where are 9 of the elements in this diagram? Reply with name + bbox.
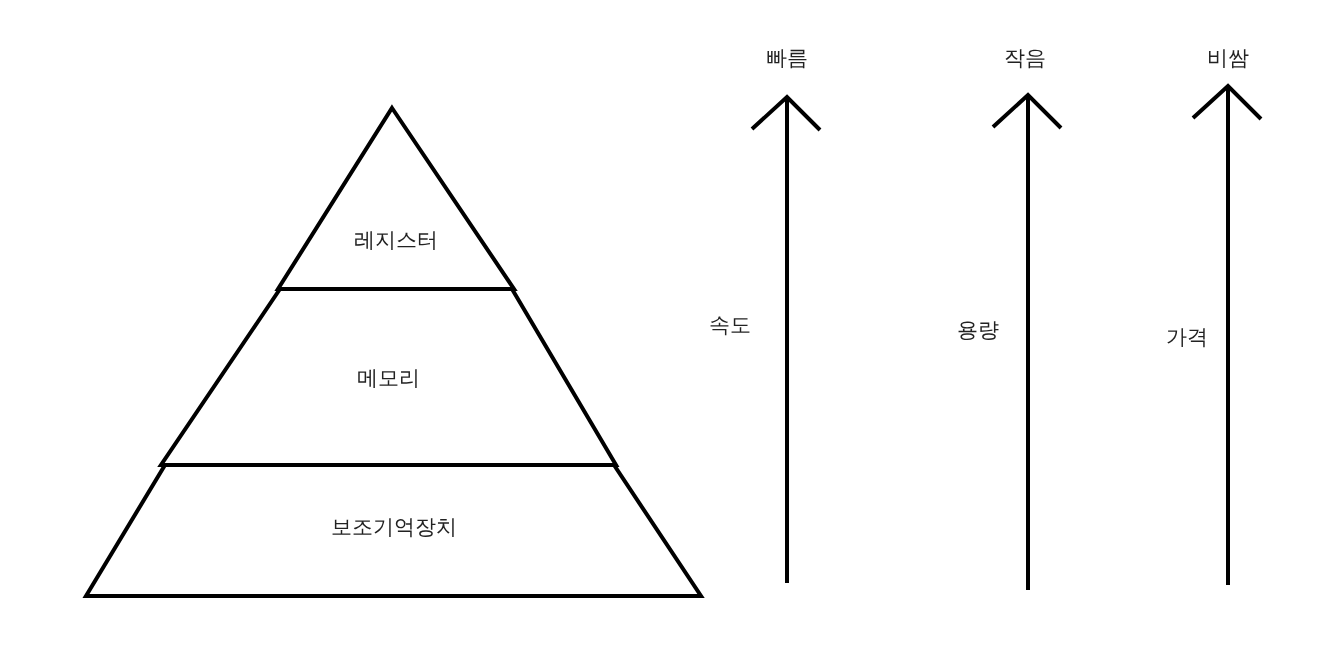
arrow-end-label: 빠름 bbox=[766, 45, 808, 72]
axis-label: 용량 bbox=[957, 317, 999, 344]
axis-label: 속도 bbox=[709, 312, 751, 339]
tier-label: 메모리 bbox=[356, 365, 421, 392]
axis-label: 가격 bbox=[1166, 324, 1208, 351]
arrow-end-label: 작음 bbox=[1004, 45, 1046, 72]
tier-label: 레지스터 bbox=[353, 227, 439, 254]
tier-label: 보조기억장치 bbox=[329, 514, 458, 541]
arrow-end-label: 비쌈 bbox=[1207, 45, 1249, 72]
